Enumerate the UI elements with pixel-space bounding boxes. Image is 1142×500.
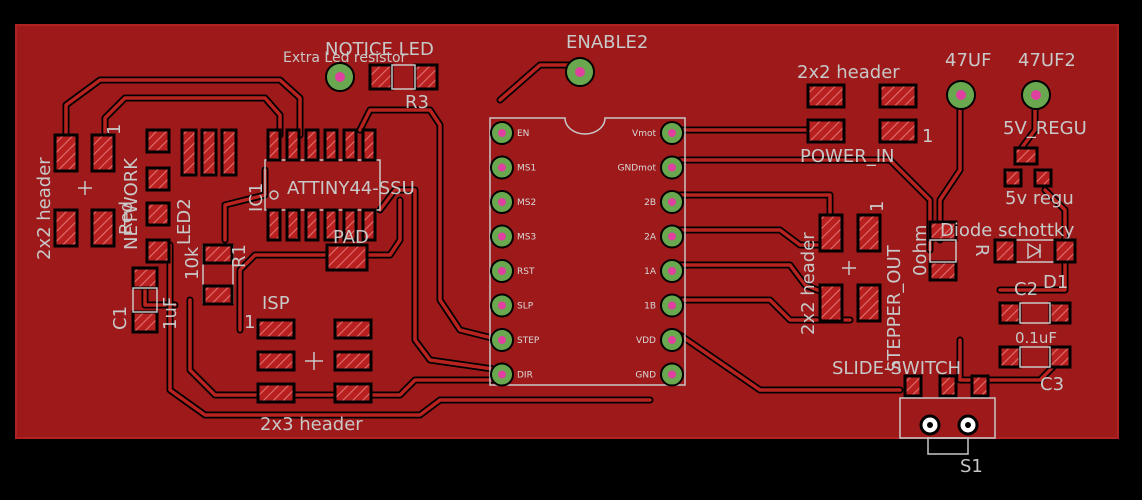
driver-pin-right-center	[668, 370, 676, 379]
resistor-0ohm: 0ohm R	[910, 220, 992, 282]
driver-pin-left-center	[498, 301, 506, 310]
led2-group: LED2 Red	[116, 128, 238, 264]
stepper-out-header: 2x2 header STEPPER_OUT 1	[798, 201, 905, 372]
led2-label: LED2	[174, 198, 195, 245]
driver-pin-left-center	[498, 267, 506, 275]
driver-pin-right-center	[668, 129, 676, 137]
driver-pin-right-center	[668, 267, 676, 275]
driver-pin-right-label: GND	[635, 371, 656, 381]
driver-pin-left-center	[498, 198, 506, 206]
enable2-group: ENABLE2	[565, 32, 648, 87]
attiny-bottom-pads	[266, 208, 377, 242]
diode-d1: Diode schottky D1	[940, 220, 1077, 293]
cap-47uf2: 47UF2	[1018, 50, 1076, 110]
driver-pin-left-label: RST	[517, 267, 535, 277]
attiny-label: ATTINY44-SSU	[287, 178, 415, 199]
power-in-pin-label: 1	[922, 126, 933, 147]
regulator-5v: 5V_REGU 5v regu	[1003, 118, 1087, 209]
driver-pin-right-center	[668, 336, 676, 344]
network-label: NETWORK	[121, 157, 142, 250]
d1-label: D1	[1043, 272, 1068, 293]
header-2x2-left-label: 2x2 header	[34, 157, 55, 260]
driver-pin-right-label: 2A	[644, 233, 657, 243]
driver-pin-right-label: VDD	[636, 336, 656, 346]
c1-value: 1uF	[160, 297, 181, 330]
slide-switch: SLIDE-SWITCH S1	[832, 358, 996, 477]
driver-pin-left-center	[498, 163, 506, 172]
regu-5v-lower-label: 5v regu	[1005, 188, 1074, 209]
driver-pin-left-center	[498, 129, 506, 137]
driver-pin-right-label: GNDmot	[618, 164, 657, 174]
driver-pin-left-label: MS1	[517, 164, 536, 174]
driver-pin-right-label: 2B	[644, 198, 656, 208]
r-label: R	[971, 244, 992, 257]
red-label: Red	[116, 201, 137, 235]
driver-pin-left-label: DIR	[517, 371, 533, 381]
regu-5v-label: 5V_REGU	[1003, 118, 1087, 139]
extra-led-resistor-label: Extra Led resistor	[283, 50, 407, 66]
driver-pin-right-center	[668, 301, 676, 310]
c2-value: 0.1uF	[1015, 329, 1057, 347]
driver-pin-left-label: MS2	[517, 198, 536, 208]
header-2x2-right-label: 2x2 header	[798, 232, 819, 335]
network-header: 2x2 header NETWORK 1	[34, 124, 142, 260]
driver-pin-left-label: MS3	[517, 233, 536, 243]
header-2x3-label: 2x3 header	[260, 414, 363, 435]
driver-pin-left-center	[498, 232, 506, 241]
driver-pin-left-label: EN	[517, 129, 529, 139]
ohm0-label: 0ohm	[910, 225, 931, 276]
stepper-pin-label: 1	[867, 201, 888, 212]
header-2x2-top-label: 2x2 header	[797, 62, 900, 83]
c2-label: C2	[1014, 279, 1038, 300]
notice-led-group: NOTICE LED Extra Led resistor R3	[283, 39, 439, 113]
c2-capacitor: C2 0.1uF	[998, 279, 1072, 347]
isp-pin-label: 1	[244, 312, 255, 333]
driver-pin-right-label: 1B	[644, 302, 656, 312]
c1-label: C1	[110, 306, 131, 330]
ic1-label: IC1	[246, 183, 267, 212]
c3-capacitor: C3	[998, 345, 1072, 395]
c47uf-label: 47UF	[945, 50, 991, 71]
c47uf2-label: 47UF2	[1018, 50, 1076, 71]
network-pin-label: 1	[104, 124, 125, 135]
driver-pin-left-label: STEP	[517, 336, 540, 346]
driver-pin-right-center	[668, 232, 676, 241]
driver-pin-right-center	[668, 198, 676, 206]
c1-capacitor: C1 1uF	[110, 266, 181, 334]
power-in-header: 2x2 header POWER_IN 1	[797, 62, 933, 167]
r1-label: R1	[229, 244, 250, 268]
pad-label: PAD	[333, 227, 369, 248]
r1-value: 10k	[182, 246, 203, 280]
isp-header: ISP 1 2x3 header	[244, 293, 373, 435]
cap-47uf: 47UF	[945, 50, 991, 110]
diode-label: Diode schottky	[940, 220, 1075, 241]
driver-pin-left-label: SLP	[517, 302, 534, 312]
driver-pin-right-label: 1A	[644, 267, 657, 277]
slide-switch-label: SLIDE-SWITCH	[832, 358, 961, 379]
enable2-label: ENABLE2	[566, 32, 648, 53]
c3-label: C3	[1040, 374, 1064, 395]
s1-label: S1	[960, 456, 983, 477]
attiny-top-pads	[266, 128, 377, 162]
attiny-chip: ATTINY44-SSU IC1 PAD	[246, 128, 415, 272]
notice-led-label: NOTICE LED	[325, 39, 434, 60]
r3-label: R3	[405, 92, 429, 113]
isp-label: ISP	[262, 293, 290, 314]
driver-pin-left-center	[498, 370, 506, 379]
driver-pin-left-center	[498, 336, 506, 344]
driver-pin-right-label: Vmot	[632, 129, 656, 139]
power-in-label: POWER_IN	[800, 146, 894, 167]
stepper-out-label: STEPPER_OUT	[884, 244, 905, 372]
traces	[62, 61, 1069, 419]
driver-pin-right-center	[668, 163, 676, 172]
r1-resistor: R1 10k	[182, 243, 250, 306]
